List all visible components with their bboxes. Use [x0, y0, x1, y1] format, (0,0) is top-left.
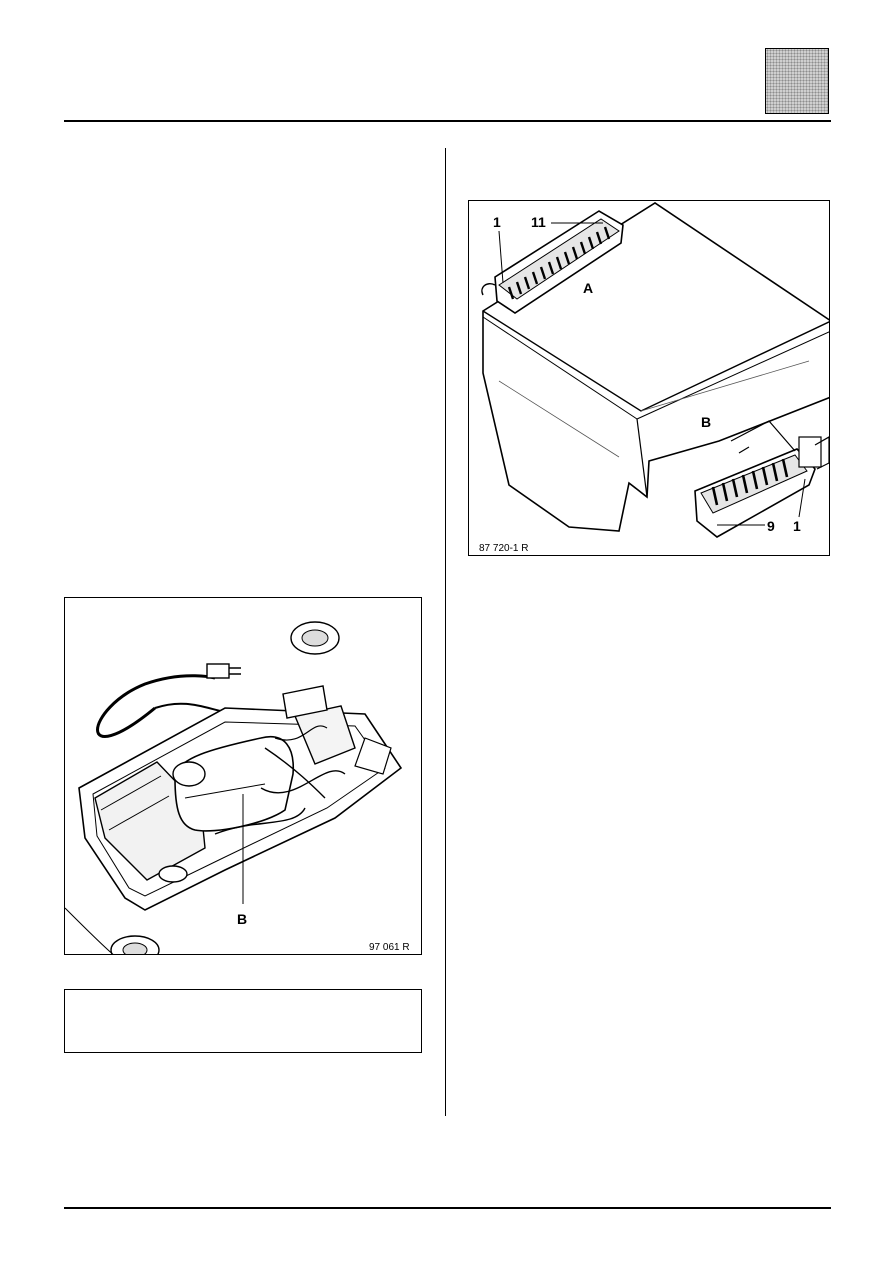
header-rule [64, 120, 831, 122]
callout-pin-11: 11 [531, 214, 546, 230]
footer-rule [64, 1207, 831, 1209]
column-divider [445, 148, 446, 1116]
figure-tray-component: B 97 061 R [64, 597, 422, 955]
ecu-illustration: 1 11 A B 9 1 87 720-1 R [479, 202, 829, 554]
component-b [172, 735, 295, 832]
callout-pin-9: 9 [767, 518, 775, 534]
section-tab [765, 48, 829, 114]
callout-connector-b: B [701, 414, 711, 430]
figure-ecu-ref-code: 87 720-1 R [479, 543, 528, 554]
callout-pin-1-top: 1 [493, 214, 501, 230]
connector-a [481, 210, 624, 314]
callout-component-b: B [237, 911, 247, 927]
figure-ecu-connectors: 1 11 A B 9 1 87 720-1 R [468, 200, 830, 556]
note-box [64, 989, 422, 1053]
connector-b [694, 420, 829, 538]
figure-tray-ref-code: 97 061 R [369, 942, 410, 953]
tray-illustration: B 97 061 R [65, 621, 410, 954]
callout-connector-a: A [583, 280, 593, 296]
callout-pin-1-bottom: 1 [793, 518, 801, 534]
